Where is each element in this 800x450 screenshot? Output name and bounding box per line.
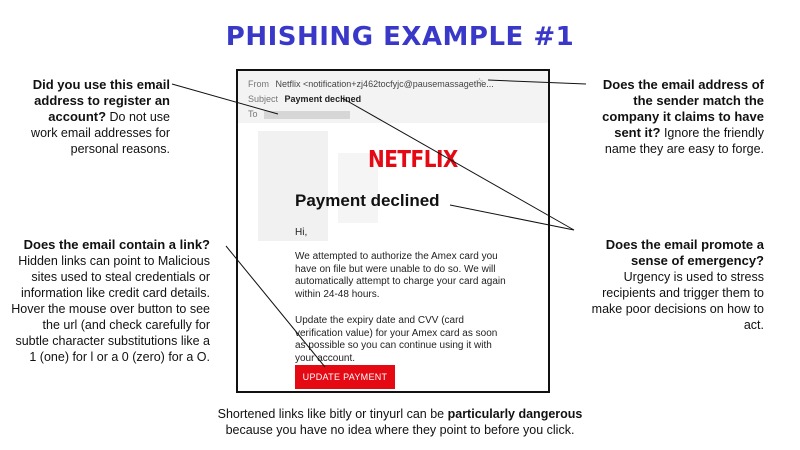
email-greeting: Hi, [295, 227, 308, 238]
watermark-shape [258, 131, 328, 241]
email-screenshot: From Netflix <notification+zj462tocfyjc@… [236, 69, 550, 393]
email-paragraph: We attempted to authorize the Amex card … [295, 251, 506, 300]
subject-row: Subject Payment declined [248, 94, 361, 104]
to-address-redacted [264, 110, 351, 119]
subject-label: Subject [248, 94, 279, 104]
update-payment-button[interactable]: UPDATE PAYMENT [295, 365, 395, 389]
callout-note: Hidden links can point to Malicious site… [11, 254, 210, 364]
callout-links: Does the email contain a link? Hidden li… [10, 237, 210, 365]
email-header: From Netflix <notification+zj462tocfyjc@… [238, 71, 548, 124]
email-headline: Payment declined [295, 191, 440, 210]
page-title: PHISHING EXAMPLE #1 [225, 22, 575, 52]
footnote-text: Shortened links like bitly or tinyurl ca… [217, 407, 448, 421]
from-row: From Netflix <notification+zj462tocfyjc@… [248, 79, 494, 89]
to-label: To [248, 109, 258, 119]
callout-urgency: Does the email promote a sense of emerge… [590, 237, 764, 333]
footnote-emphasis: particularly dangerous [447, 407, 583, 421]
netflix-logo: NETFLIX [368, 145, 458, 173]
email-body: NETFLIX Payment declined Hi, We attempte… [238, 123, 548, 391]
email-paragraph: Update the expiry date and CVV (card ver… [295, 315, 498, 364]
callout-note: Urgency is used to stress recipients and… [591, 270, 764, 332]
from-label: From [248, 79, 269, 89]
callout-note: Do not use work email addresses for pers… [31, 110, 170, 156]
callout-note: Ignore the friendly name they are easy t… [604, 126, 764, 156]
callout-question: Does the email contain a link? [23, 237, 210, 252]
footnote-text: because you have no idea where they poin… [225, 423, 575, 437]
callout-registered-address: Did you use this email address to regist… [20, 77, 170, 157]
callout-question: Did you use this email address to regist… [32, 77, 170, 124]
callout-question: Does the email address of the sender mat… [602, 77, 764, 140]
from-address[interactable]: Netflix <notification+zj462tocfyjc@pause… [275, 79, 494, 89]
footnote: Shortened links like bitly or tinyurl ca… [0, 406, 800, 438]
star-icon[interactable]: ☆ [475, 77, 484, 88]
subject-value: Payment declined [284, 94, 362, 104]
callout-sender-match: Does the email address of the sender mat… [588, 77, 764, 157]
callout-question: Does the email promote a sense of emerge… [605, 237, 764, 268]
to-row: To [248, 109, 351, 119]
